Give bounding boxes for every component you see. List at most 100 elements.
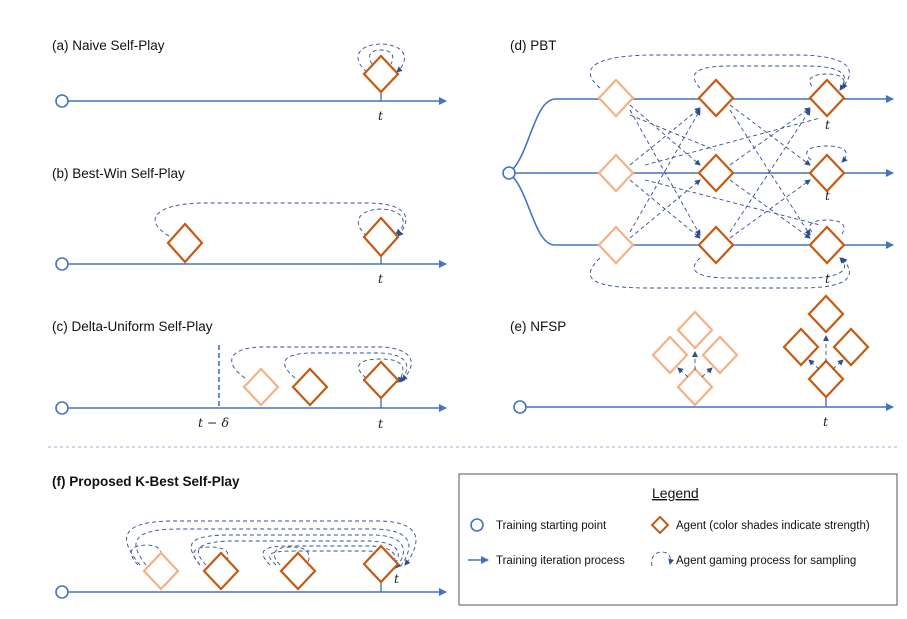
pbt-link-9 [729, 107, 811, 166]
pbt-loop-bot-outer [589, 257, 850, 289]
kbest-arc-3 [190, 534, 404, 569]
panel-c-title: (c) Delta-Uniform Self-Play [52, 319, 213, 334]
time-label-d-top: t [825, 117, 831, 132]
nfsp-arrow-r2 [808, 359, 820, 370]
agent-diamond-c-2 [291, 367, 329, 407]
panel-d-title: (d) PBT [510, 38, 557, 53]
time-label-a: t [378, 108, 384, 123]
panel-c: (c) Delta-Uniform Self-Play t − δ t [52, 319, 447, 431]
legend-box [458, 473, 898, 606]
pbt-link-1 [629, 104, 701, 166]
pbt-loop-top-outer [589, 54, 850, 89]
pbt-link-5 [629, 179, 701, 239]
time-label-c-delta: t − δ [198, 415, 229, 430]
pbt-agent-2-3 [808, 153, 846, 193]
panel-a: (a) Naive Self-Play t [52, 38, 447, 123]
nfsp-agent-right-top [807, 294, 845, 334]
kbest-agent-current [362, 544, 400, 584]
nfsp-agent-left-left [651, 335, 689, 375]
nfsp-arrow-l3 [701, 367, 713, 378]
legend-agent-icon [650, 515, 670, 535]
legend-gaming-icon [651, 551, 675, 567]
time-label-c: t [378, 416, 384, 431]
nfsp-agent-left-bottom [676, 367, 714, 407]
pbt-agent-3-1 [597, 225, 635, 265]
agent-diamond-c-3 [362, 360, 400, 400]
nfsp-arrow-l2 [677, 367, 689, 378]
pbt-agent-3-3 [808, 225, 846, 265]
kbest-agent-3 [279, 551, 317, 591]
time-label-d-bot: t [825, 271, 831, 286]
pbt-loop-top-inner [693, 65, 846, 91]
kbest-agent-1 [142, 551, 180, 591]
pbt-agent-2-1 [597, 153, 635, 193]
legend: Legend Training starting point Agent (co… [458, 473, 898, 606]
time-label-d-mid: t [825, 188, 831, 203]
legend-agent-label: Agent (color shades indicate strength) [676, 520, 870, 532]
start-point-b [55, 257, 69, 271]
legend-iteration-label: Training iteration process [496, 555, 625, 567]
panel-a-title: (a) Naive Self-Play [52, 38, 165, 53]
self-play-loop-a-inner [369, 49, 394, 65]
pbt-agent-3-2 [697, 225, 735, 265]
gaming-arc-c-2 [284, 352, 408, 383]
nfsp-agent-left-right [701, 335, 739, 375]
kbest-arc-4 [198, 540, 399, 569]
start-point-f [55, 585, 69, 599]
start-point-c [55, 401, 69, 415]
agent-diamond-b-current [362, 216, 400, 258]
agent-diamond-b-best [166, 222, 204, 264]
legend-gaming-label: Agent gaming process for sampling [676, 555, 856, 567]
timeline-d-top [512, 95, 894, 170]
kbest-agent-2 [202, 551, 240, 591]
pbt-link-2 [629, 109, 701, 236]
pbt-loop-bot-inner [693, 257, 846, 279]
kbest-arc-1 [126, 520, 417, 566]
pbt-loop-mid-self [806, 145, 848, 163]
pbt-link-11 [729, 179, 811, 239]
nfsp-agent-right-right [832, 327, 870, 367]
pbt-loop-bot-self [809, 219, 845, 235]
pbt-link-8 [729, 109, 811, 236]
pbt-link-15 [644, 117, 821, 166]
pbt-link-12 [729, 109, 811, 233]
pbt-agent-2-2 [697, 153, 735, 193]
pbt-agent-1-2 [697, 78, 735, 118]
agent-diamond-a [362, 54, 400, 94]
pbt-loop-top-self [809, 73, 845, 89]
pbt-link-7 [729, 104, 811, 166]
gaming-arc-b-inner [357, 208, 404, 237]
panel-e-title: (e) NFSP [510, 319, 566, 334]
panel-b: (b) Best-Win Self-Play t [52, 166, 447, 286]
pbt-link-13 [629, 114, 716, 151]
time-label-f: t [394, 571, 400, 586]
legend-start-point-icon [470, 518, 484, 532]
panel-f-title: (f) Proposed K-Best Self-Play [52, 474, 240, 489]
agent-diamond-c-1 [242, 367, 280, 407]
legend-title: Legend [652, 485, 699, 501]
pbt-link-3 [629, 107, 701, 166]
nfsp-arrow-r3 [832, 359, 844, 370]
gaming-arc-b-outer [154, 202, 407, 237]
nfsp-agent-left-top [676, 310, 714, 350]
gaming-arc-c-1 [231, 346, 412, 381]
panel-b-title: (b) Best-Win Self-Play [52, 166, 185, 181]
pbt-link-6 [629, 109, 701, 233]
legend-start-point-label: Training starting point [496, 520, 607, 532]
self-play-loop-a [357, 43, 405, 73]
pbt-link-14 [644, 179, 821, 226]
start-point-e [513, 400, 527, 414]
nfsp-agent-right-left [782, 327, 820, 367]
time-label-b: t [378, 271, 384, 286]
pbt-agent-1-3 [808, 78, 846, 118]
panel-d: (d) PBT [502, 38, 894, 289]
start-point-a [55, 94, 69, 108]
timeline-d-bot [512, 176, 894, 249]
panel-e: (e) NFSP t [510, 294, 894, 429]
kbest-self-3 [273, 546, 310, 566]
pbt-agent-1-1 [597, 78, 635, 118]
panel-f: (f) Proposed K-Best Self-Play t [52, 474, 447, 599]
nfsp-agent-right-bottom [807, 359, 845, 399]
time-label-e: t [823, 414, 829, 429]
